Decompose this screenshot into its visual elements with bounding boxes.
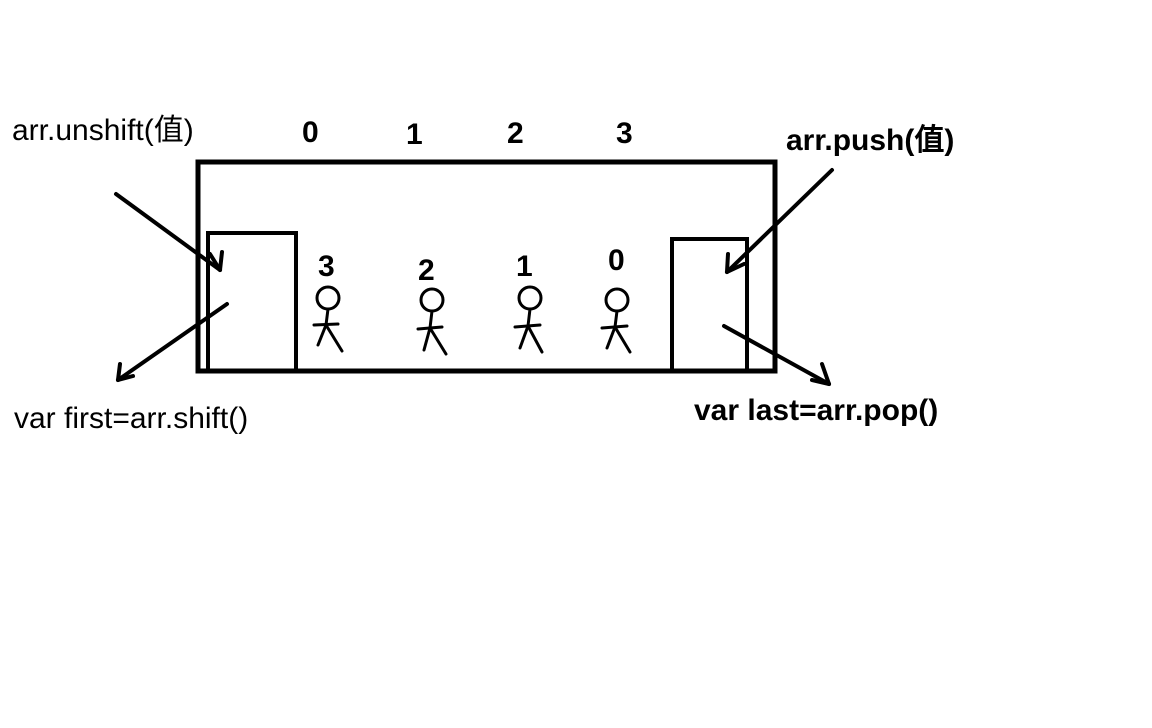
index-label-0: 0 bbox=[302, 116, 319, 149]
array-container-box bbox=[195, 159, 778, 374]
right-door-box bbox=[670, 237, 749, 373]
person-figure bbox=[312, 285, 344, 353]
person-figure bbox=[513, 285, 544, 354]
person-figure bbox=[416, 287, 448, 356]
person-figure bbox=[600, 287, 632, 354]
person-number: 3 bbox=[318, 250, 335, 283]
pop-arrow bbox=[722, 324, 831, 386]
index-label-2: 2 bbox=[507, 117, 524, 150]
shift-label: var first=arr.shift() bbox=[14, 402, 249, 435]
shift-arrow bbox=[116, 302, 229, 382]
index-label-3: 3 bbox=[616, 117, 633, 150]
person-number: 1 bbox=[516, 250, 533, 283]
unshift-label: arr.unshift(值) bbox=[12, 114, 194, 147]
person-number: 0 bbox=[608, 244, 625, 277]
push-label: arr.push(值) bbox=[786, 124, 955, 157]
index-label-1: 1 bbox=[406, 118, 423, 151]
person-number: 2 bbox=[418, 254, 435, 287]
unshift-arrow bbox=[114, 192, 224, 272]
push-arrow bbox=[725, 168, 834, 274]
pop-label: var last=arr.pop() bbox=[694, 394, 939, 427]
left-door-box bbox=[206, 231, 298, 373]
